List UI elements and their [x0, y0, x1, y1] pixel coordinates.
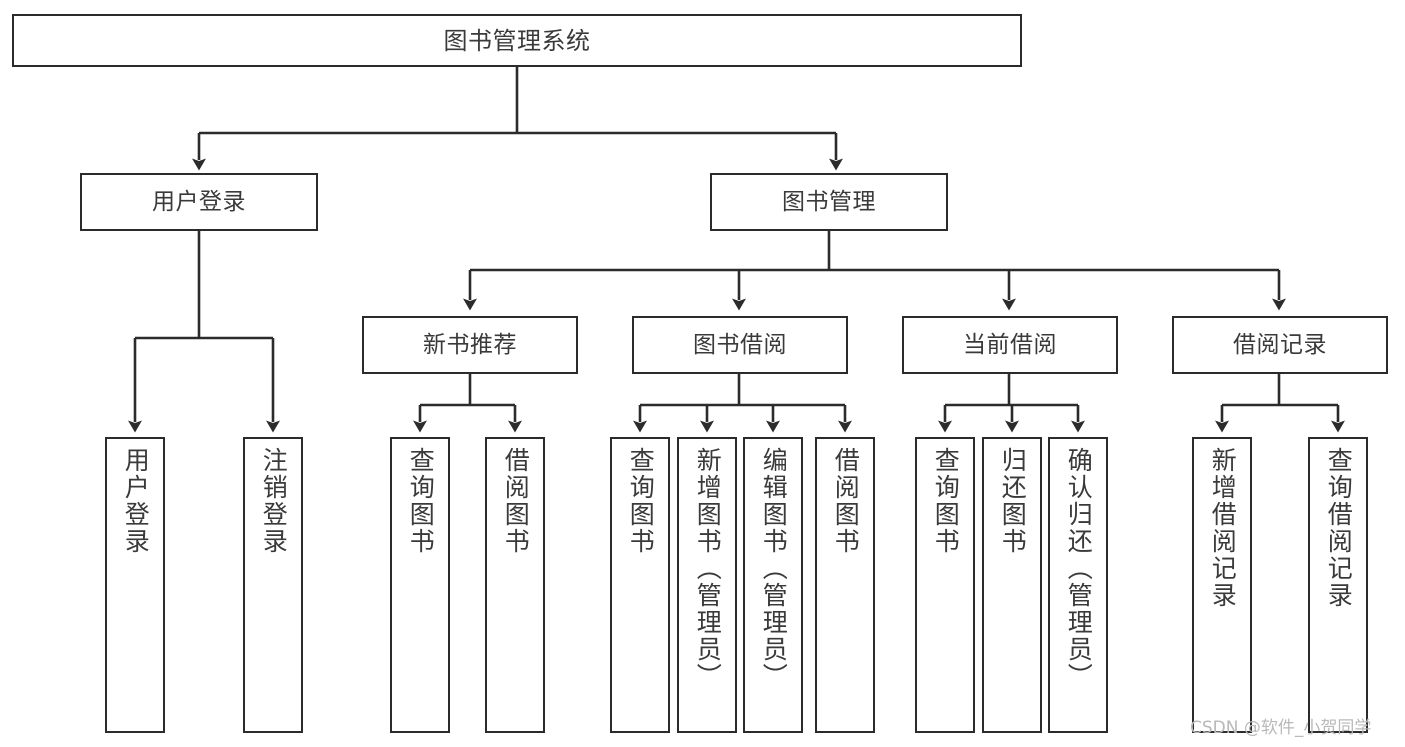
- node-root-label: 图书管理系统: [443, 26, 591, 55]
- node-borrow-record-label: 借阅记录: [1233, 331, 1327, 358]
- node-leaf-return-book-label: 归还图书: [998, 447, 1028, 555]
- node-new-book-rec-label: 新书推荐: [423, 331, 517, 358]
- node-leaf-confirm-return[interactable]: 确认归还（管理员）: [1048, 437, 1108, 733]
- node-leaf-borrow-book-1-label: 借阅图书: [501, 447, 531, 555]
- node-leaf-query-book-3-label: 查询图书: [931, 447, 961, 555]
- node-leaf-login[interactable]: 用户登录: [105, 437, 165, 733]
- node-leaf-login-label: 用户登录: [121, 447, 151, 555]
- node-leaf-add-book[interactable]: 新增图书（管理员）: [677, 437, 737, 733]
- node-leaf-logout[interactable]: 注销登录: [243, 437, 303, 733]
- node-book-borrow[interactable]: 图书借阅: [632, 316, 848, 374]
- node-new-book-rec[interactable]: 新书推荐: [362, 316, 578, 374]
- node-leaf-borrow-book-2[interactable]: 借阅图书: [815, 437, 875, 733]
- node-leaf-query-record-label: 查询借阅记录: [1324, 447, 1354, 609]
- node-book-borrow-label: 图书借阅: [693, 331, 787, 358]
- node-leaf-add-record-label: 新增借阅记录: [1208, 447, 1238, 609]
- node-leaf-query-book-1[interactable]: 查询图书: [390, 437, 450, 733]
- node-leaf-logout-label: 注销登录: [259, 447, 289, 555]
- node-leaf-add-record[interactable]: 新增借阅记录: [1192, 437, 1252, 733]
- node-leaf-confirm-return-label: 确认归还（管理员）: [1064, 447, 1094, 690]
- node-current-borrow[interactable]: 当前借阅: [902, 316, 1118, 374]
- watermark: CSDN @软件_小贺同学: [1190, 718, 1372, 738]
- node-user-login-label: 用户登录: [152, 188, 246, 215]
- node-leaf-edit-book-label: 编辑图书（管理员）: [759, 447, 789, 690]
- node-leaf-query-book-2[interactable]: 查询图书: [610, 437, 670, 733]
- node-book-manage-label: 图书管理: [782, 188, 876, 215]
- node-leaf-edit-book[interactable]: 编辑图书（管理员）: [743, 437, 803, 733]
- node-leaf-query-book-2-label: 查询图书: [626, 447, 656, 555]
- node-book-manage[interactable]: 图书管理: [710, 173, 948, 231]
- node-user-login[interactable]: 用户登录: [80, 173, 318, 231]
- node-leaf-query-record[interactable]: 查询借阅记录: [1308, 437, 1368, 733]
- node-leaf-borrow-book-2-label: 借阅图书: [831, 447, 861, 555]
- node-leaf-borrow-book-1[interactable]: 借阅图书: [485, 437, 545, 733]
- node-root[interactable]: 图书管理系统: [12, 14, 1022, 67]
- node-leaf-return-book[interactable]: 归还图书: [982, 437, 1042, 733]
- node-leaf-query-book-1-label: 查询图书: [406, 447, 436, 555]
- node-leaf-add-book-label: 新增图书（管理员）: [693, 447, 723, 690]
- node-leaf-query-book-3[interactable]: 查询图书: [915, 437, 975, 733]
- node-current-borrow-label: 当前借阅: [963, 331, 1057, 358]
- node-borrow-record[interactable]: 借阅记录: [1172, 316, 1388, 374]
